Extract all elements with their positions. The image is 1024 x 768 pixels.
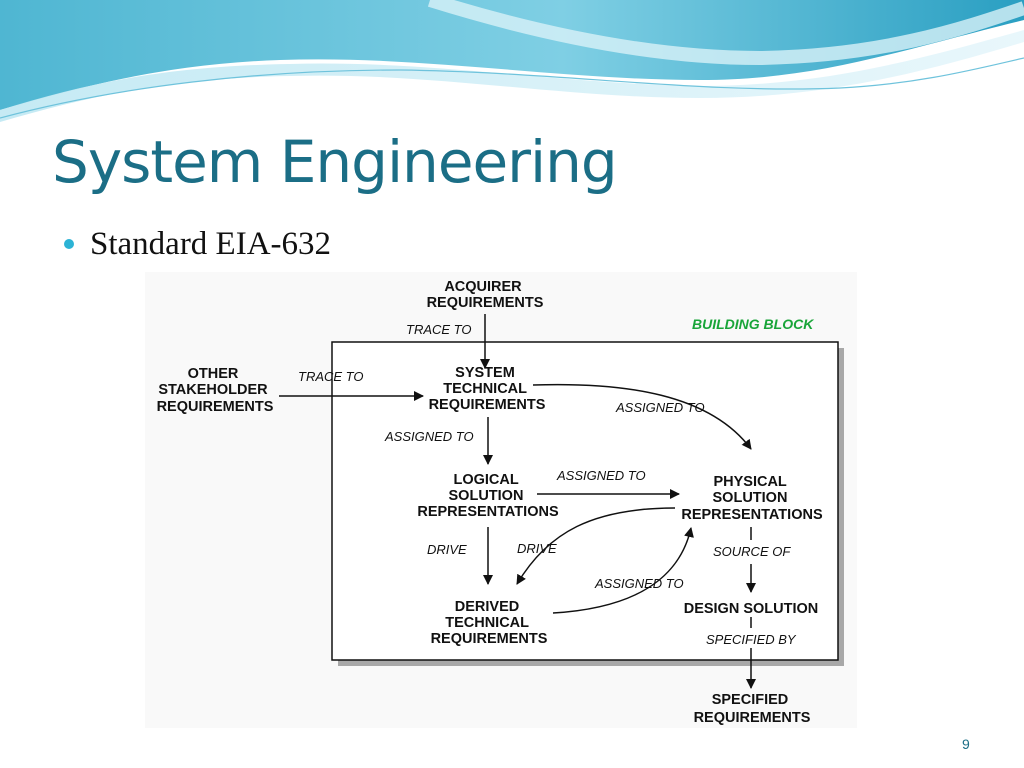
- edge-label-other-trace-to: TRACE TO: [298, 369, 364, 384]
- node-acquirer-requirements: ACQUIRER REQUIREMENTS: [427, 279, 544, 311]
- node-design-solution: DESIGN SOLUTION: [684, 601, 819, 617]
- eia-632-diagram: BUILDING BLOCK ACQUIRER REQUIREMENTS OTH…: [145, 272, 857, 728]
- node-other-stakeholder-requirements: OTHER STAKEHOLDER REQUIREMENTS: [157, 366, 274, 415]
- building-block-label: BUILDING BLOCK: [692, 316, 814, 332]
- edge-label-logical-drive: DRIVE: [427, 542, 467, 557]
- edge-label-logical-assigned-to-physical: ASSIGNED TO: [556, 468, 646, 483]
- edge-physical-to-derived: [516, 507, 676, 585]
- node-physical-solution-representations: PHYSICAL SOLUTION REPRESENTATIONS: [681, 474, 823, 523]
- slide-title: System Engineering: [52, 128, 618, 196]
- edge-label-system-assigned-to-physical: ASSIGNED TO: [615, 400, 705, 415]
- node-system-technical-requirements: SYSTEM TECHNICAL REQUIREMENTS: [429, 365, 546, 413]
- edge-derived-to-physical: [552, 527, 694, 614]
- edge-label-specified-by: SPECIFIED BY: [706, 632, 797, 647]
- bullet-text: Standard EIA-632: [90, 226, 332, 262]
- edge-label-system-assigned-to-logical: ASSIGNED TO: [384, 429, 474, 444]
- edge-label-acquirer-trace-to: TRACE TO: [406, 322, 472, 337]
- edge-label-derived-assigned-to-physical: ASSIGNED TO: [594, 576, 684, 591]
- node-logical-solution-representations: LOGICAL SOLUTION REPRESENTATIONS: [417, 472, 559, 520]
- edge-system-to-physical: [532, 383, 752, 450]
- edge-label-physical-drive: DRIVE: [517, 541, 557, 556]
- bullet-item: Standard EIA-632: [64, 226, 331, 263]
- node-derived-technical-requirements: DERIVED TECHNICAL REQUIREMENTS: [431, 599, 548, 647]
- header-wave-decoration: [0, 0, 1024, 122]
- edge-label-source-of: SOURCE OF: [713, 544, 791, 559]
- page-number: 9: [962, 736, 970, 752]
- bullet-dot-icon: [64, 238, 74, 249]
- node-specified-requirements: SPECIFIED REQUIREMENTS: [694, 692, 811, 726]
